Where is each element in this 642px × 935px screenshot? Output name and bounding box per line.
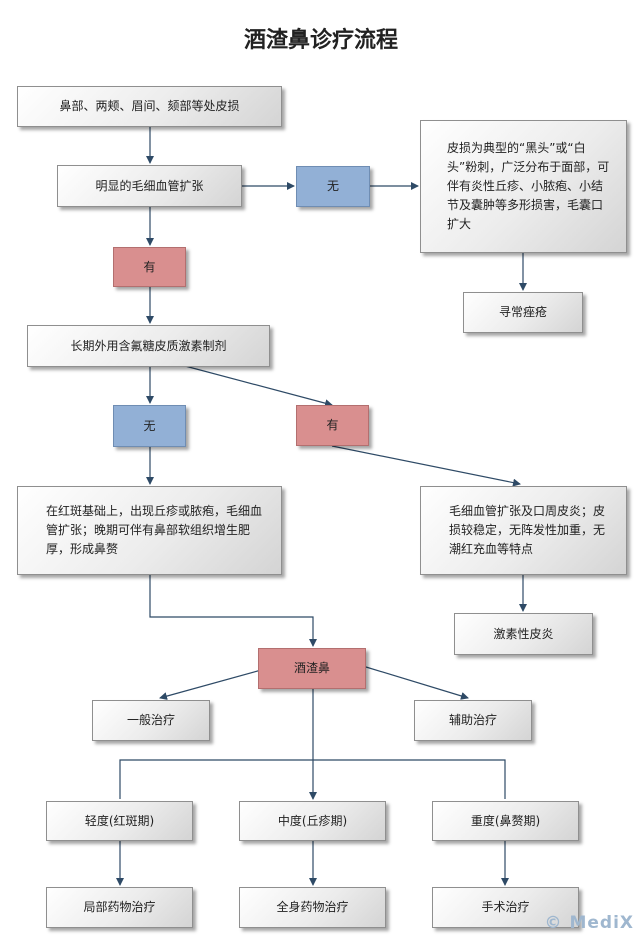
node-no-1: 无	[296, 166, 370, 207]
node-no-2: 无	[113, 405, 186, 447]
node-surgery: 手术治疗	[432, 887, 579, 928]
node-acne: 寻常痤疮	[463, 292, 583, 333]
node-systemic-therapy: 全身药物治疗	[239, 887, 386, 928]
node-rosacea: 酒渣鼻	[258, 648, 366, 689]
watermark: © MediX	[544, 913, 634, 933]
node-general-treatment: 一般治疗	[92, 700, 210, 741]
node-steroid-dermatitis: 激素性皮炎	[454, 613, 593, 655]
node-yes-1: 有	[113, 247, 186, 287]
node-local-therapy: 局部药物治疗	[46, 887, 193, 928]
node-mild: 轻度(红斑期)	[46, 801, 193, 841]
node-steroid-question: 长期外用含氟糖皮质激素制剂	[27, 325, 270, 367]
node-location: 鼻部、两颊、眉间、颏部等处皮损	[17, 86, 282, 127]
node-rosacea-description: 在红斑基础上，出现丘疹或脓疱，毛细血管扩张；晚期可伴有鼻部软组织增生肥厚，形成鼻…	[17, 486, 282, 575]
node-acne-description: 皮损为典型的“黑头”或“白头”粉刺，广泛分布于面部，可伴有炎性丘疹、小脓疱、小结…	[420, 120, 627, 253]
node-adjuvant-treatment: 辅助治疗	[414, 700, 532, 741]
node-severe: 重度(鼻赘期)	[432, 801, 579, 841]
node-yes-2: 有	[296, 405, 369, 446]
diagram-title: 酒渣鼻诊疗流程	[243, 28, 398, 53]
node-steroid-description: 毛细血管扩张及口周皮炎；皮损较稳定，无阵发性加重，无潮红充血等特点	[420, 486, 627, 575]
node-telangiectasia-question: 明显的毛细血管扩张	[57, 165, 242, 207]
node-moderate: 中度(丘疹期)	[239, 801, 386, 841]
